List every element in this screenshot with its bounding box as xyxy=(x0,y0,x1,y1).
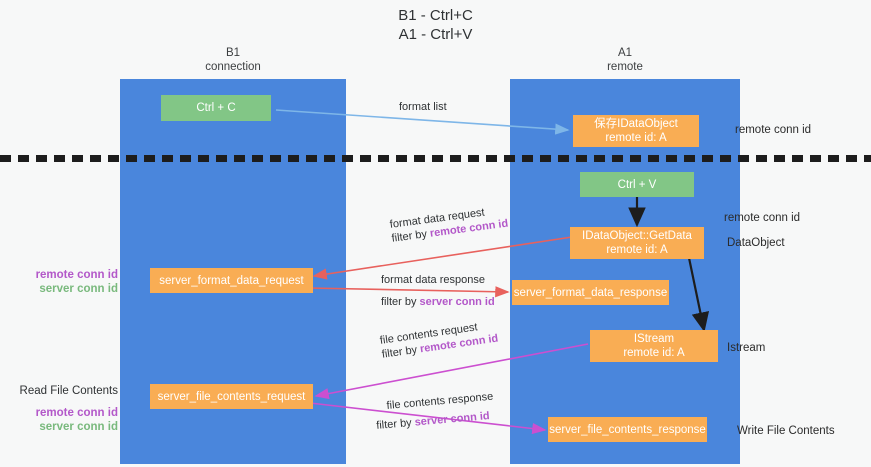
right-note-istream: Istream xyxy=(727,342,766,354)
filter-by-prefix-4: filter by xyxy=(375,416,416,432)
box-ctrl-c[interactable]: Ctrl + C xyxy=(161,95,271,121)
box-server-format-data-request[interactable]: server_format_data_request xyxy=(150,268,313,293)
left-note-server-conn-id-2: server conn id xyxy=(39,421,118,433)
column-header-b1-role: connection xyxy=(205,61,261,73)
arrow-label-format-data-response: format data response filter by server co… xyxy=(381,273,495,309)
box-server-file-contents-request-label: server_file_contents_request xyxy=(157,390,306,403)
diagram-title: B1 - Ctrl+C A1 - Ctrl+V xyxy=(0,6,871,44)
box-save-dataobject[interactable]: 保存IDataObject remote id: A xyxy=(573,115,699,147)
box-istream-line2: remote id: A xyxy=(623,347,685,359)
right-note-remote-conn-id-mid: remote conn id xyxy=(724,212,801,224)
box-server-file-contents-request[interactable]: server_file_contents_request xyxy=(150,384,313,409)
box-server-file-contents-response-label: server_file_contents_response xyxy=(549,423,706,436)
left-note-read-file-contents: Read File Contents remote conn id server… xyxy=(10,384,118,434)
arrow-label-format-data-response-line2: filter by server conn id xyxy=(381,295,495,309)
arrow-label-format-list-line1: format list xyxy=(399,101,447,113)
box-save-dataobject-line2: remote id: A xyxy=(605,132,667,144)
right-note-dataobject: DataObject xyxy=(727,237,785,249)
filter-by-prefix-1: filter by xyxy=(390,227,431,245)
column-header-a1-name: A1 xyxy=(617,47,633,59)
box-server-format-data-request-label: server_format_data_request xyxy=(159,274,304,287)
server-conn-id-token-2: server conn id xyxy=(414,410,491,429)
left-note-remote-conn-id-1: remote conn id xyxy=(35,269,118,281)
title-line-1: B1 - Ctrl+C xyxy=(398,7,473,24)
right-note-write-file-contents: Write File Contents xyxy=(737,425,835,437)
arrow-label-format-list: format list xyxy=(399,100,447,114)
box-getdata-line1: IDataObject::GetData xyxy=(582,230,692,242)
filter-by-prefix-2: filter by xyxy=(381,296,420,308)
arrow-label-file-contents-response: file contents response filter by server … xyxy=(376,390,495,432)
box-ctrl-v-line1: Ctrl + V xyxy=(617,178,657,191)
box-getdata[interactable]: IDataObject::GetData remote id: A xyxy=(570,227,704,259)
box-server-file-contents-response[interactable]: server_file_contents_response xyxy=(548,417,707,442)
arrow-label-format-data-response-line1: format data response xyxy=(381,274,485,286)
column-header-a1: A1 remote xyxy=(510,46,740,74)
filter-by-prefix-3: filter by xyxy=(381,343,421,361)
box-server-format-data-response[interactable]: server_format_data_response xyxy=(512,280,669,305)
box-ctrl-c-line1: Ctrl + C xyxy=(196,102,236,114)
box-server-format-data-response-label: server_format_data_response xyxy=(513,286,668,299)
column-header-b1-name: B1 xyxy=(225,47,241,59)
arrow-label-format-data-request: format data request filter by remote con… xyxy=(389,203,509,246)
left-note-read-file-heading: Read File Contents xyxy=(19,385,118,397)
left-note-server-conn-id-1: server conn id xyxy=(39,283,118,295)
column-header-a1-role: remote xyxy=(607,61,643,73)
left-note-format-conn-ids: remote conn id server conn id xyxy=(20,268,118,296)
server-conn-id-token-1: server conn id xyxy=(419,296,495,308)
box-istream-line1: IStream xyxy=(633,333,675,345)
box-ctrl-v[interactable]: Ctrl + V xyxy=(580,172,694,197)
box-save-dataobject-line1: 保存IDataObject xyxy=(594,118,678,130)
title-line-2: A1 - Ctrl+V xyxy=(398,26,473,43)
left-note-remote-conn-id-2: remote conn id xyxy=(35,407,118,419)
column-header-b1: B1 connection xyxy=(120,46,346,74)
arrow-label-file-contents-request: file contents request filter by remote c… xyxy=(379,318,499,362)
right-note-remote-conn-id-top: remote conn id xyxy=(735,124,812,136)
box-istream[interactable]: IStream remote id: A xyxy=(590,330,718,362)
box-getdata-line2: remote id: A xyxy=(606,244,668,256)
section-divider xyxy=(0,155,871,162)
